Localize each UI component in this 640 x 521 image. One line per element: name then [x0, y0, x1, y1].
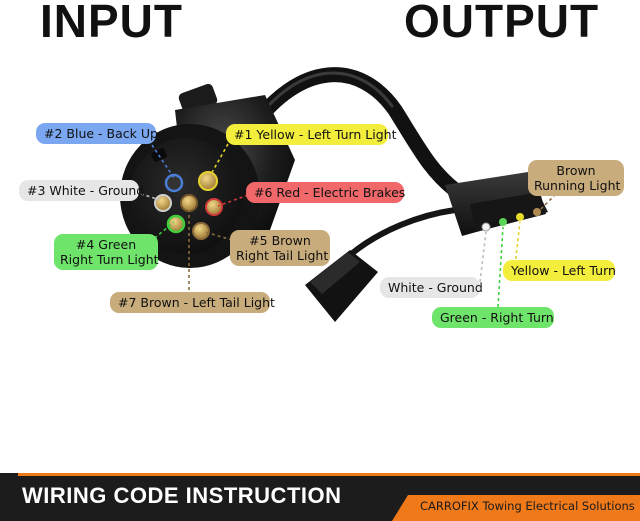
leader-out-brown	[539, 189, 561, 211]
pin-4-terminal	[166, 214, 186, 234]
label-pin-5-line1: #5 Brown	[249, 233, 311, 248]
pin-2-terminal	[164, 173, 184, 193]
seven-pin-plug	[120, 83, 295, 268]
four-way-flat-connector	[445, 172, 548, 236]
pin-5-terminal	[192, 222, 210, 240]
flat-pin-green	[499, 218, 507, 226]
label-out-brown-line1: Brown	[556, 163, 596, 178]
label-pin-7-brown: #7 Brown - Left Tail Light	[110, 292, 275, 313]
footer-title: WIRING CODE INSTRUCTION	[22, 483, 342, 508]
leader-out-yellow	[514, 221, 521, 266]
leader-brown5	[204, 231, 233, 241]
output-heading: OUTPUT	[404, 0, 600, 47]
label-out-yellow: Yellow - Left Turn	[503, 260, 616, 281]
footer-brand: CARROFIX Towing Electrical Solutions	[420, 499, 635, 513]
label-pin-1-yellow: #1 Yellow - Left Turn Light	[226, 124, 397, 145]
dust-cap	[305, 250, 378, 322]
pin-6-terminal	[205, 198, 223, 216]
leader-red	[217, 194, 249, 207]
label-out-yellow-text: Yellow - Left Turn	[511, 263, 616, 278]
label-pin-6-red: #6 Red - Electric Brakes	[246, 182, 406, 203]
input-heading: INPUT	[40, 0, 183, 47]
flat-pin-brown	[533, 208, 541, 216]
footer-brand-band	[392, 495, 640, 521]
adapter-diagram	[120, 67, 561, 322]
label-pin-6-text: #6 Red - Electric Brakes	[254, 185, 406, 200]
footer-banner: WIRING CODE INSTRUCTION CARROFIX Towing …	[0, 473, 640, 521]
label-pin-2-blue: #2 Blue - Back Up	[36, 123, 158, 144]
pin-3-terminal	[154, 194, 172, 212]
dust-cap-top	[310, 252, 360, 294]
footer-accent-stripe	[18, 473, 640, 476]
label-pin-7-text: #7 Brown - Left Tail Light	[118, 295, 275, 310]
pin-1-terminal	[198, 171, 218, 191]
label-out-green: Green - Right Turn	[432, 307, 554, 328]
leader-blue	[151, 144, 175, 179]
leader-out-white	[479, 231, 487, 283]
dust-cap-strap	[347, 207, 458, 258]
leader-green	[149, 221, 175, 243]
label-pin-3-white: #3 White - Ground	[19, 180, 144, 201]
leader-white	[134, 191, 161, 201]
flat-connector-face	[470, 192, 546, 232]
label-pin-1-text: #1 Yellow - Left Turn Light	[234, 127, 397, 142]
flat-pin-white	[481, 222, 491, 232]
label-pin-3-text: #3 White - Ground	[27, 183, 145, 198]
label-out-white: White - Ground	[380, 277, 483, 298]
flat-pin-yellow	[516, 213, 524, 221]
cable-highlight	[250, 71, 394, 128]
label-pin-4-line2: Right Turn Light	[60, 252, 159, 267]
label-out-white-text: White - Ground	[388, 280, 483, 295]
label-pin-2-text: #2 Blue - Back Up	[44, 126, 158, 141]
label-pin-4-line1: #4 Green	[75, 237, 137, 252]
leader-yellow	[209, 143, 229, 177]
dust-cap-body	[305, 250, 378, 322]
label-out-brown-line2: Running Light	[534, 178, 621, 193]
label-pin-5-line2: Right Tail Light	[236, 248, 329, 263]
pin-center-terminal	[180, 194, 198, 212]
leader-out-green	[497, 226, 504, 308]
label-out-green-text: Green - Right Turn	[440, 310, 554, 325]
